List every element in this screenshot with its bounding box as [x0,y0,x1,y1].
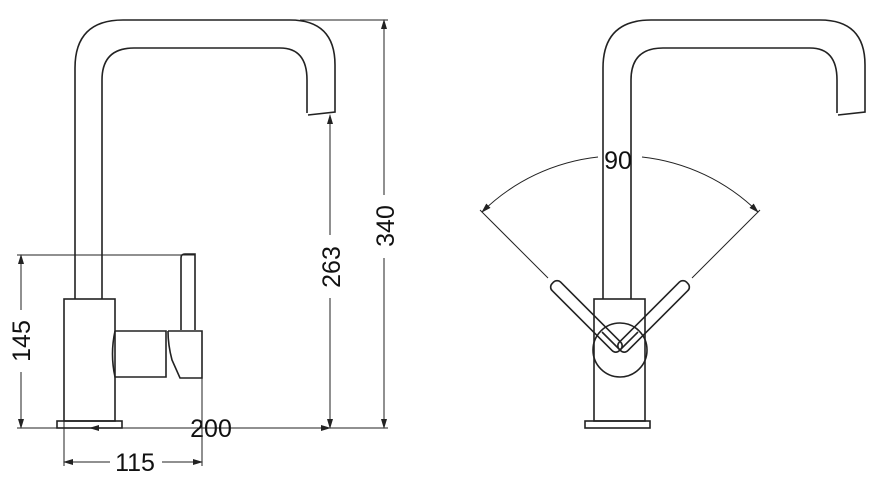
side-view: 145 200 115 263 340 [8,19,400,477]
handle-body [111,330,167,378]
spout-outer [602,19,866,299]
handle-lever [167,330,203,379]
dim-145: 145 [8,320,36,362]
faucet-body [63,298,116,422]
dim-200: 200 [190,415,232,443]
dim-90-degrees: 90 [604,147,632,175]
base-plate [56,420,123,429]
dim-115: 115 [115,449,155,477]
spout-inner [630,47,838,299]
base-plate [584,420,651,429]
spout-inner [101,47,308,299]
dim-263: 263 [318,246,346,288]
faucet-body [593,298,646,422]
front-view: 90 [479,19,866,429]
dim-340: 340 [372,205,400,247]
spout-outer [74,19,336,299]
handle-hub [592,322,648,378]
lever-arm [180,253,196,330]
